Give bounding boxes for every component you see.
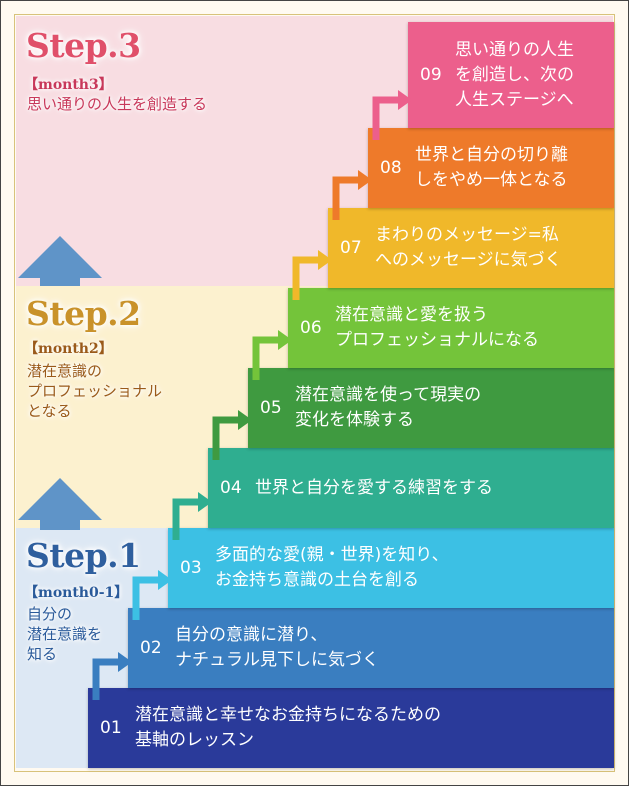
stair-text: 潜在意識と幸せなお金持ちになるための 基軸のレッスン (135, 705, 441, 750)
stair-number: 07 (340, 237, 362, 258)
step2-desc: 潜在意識の プロフェッショナル となる (27, 362, 163, 420)
stair-09: 09 思い通りの人生 を創造し、次の 人生ステージへ (408, 22, 614, 128)
stair-03: 03 多面的な愛(親・世界)を知り、 お金持ち意識の土台を創る (168, 528, 614, 608)
stair-number: 08 (380, 157, 402, 178)
stair-text: まわりのメッセージ=私 へのメッセージに気づく (375, 225, 562, 270)
stair-08: 08 世界と自分の切り離 しをやめ一体となる (368, 128, 614, 208)
stair-number: 02 (140, 637, 162, 658)
step3-month: 【month3】 (24, 77, 113, 93)
stair-text: 潜在意識を使って現実の 変化を体験する (295, 385, 482, 430)
stair-text: 潜在意識と愛を扱う プロフェッショナルになる (335, 305, 539, 350)
stair-06: 06 潜在意識と愛を扱う プロフェッショナルになる (288, 288, 614, 368)
step1-month: 【month0-1】 (24, 585, 129, 601)
stair-number: 05 (260, 397, 282, 418)
step3-title: Step.3 (26, 26, 141, 65)
stair-text: 思い通りの人生 を創造し、次の 人生ステージへ (455, 39, 574, 110)
step1-title: Step.1 (26, 536, 141, 575)
step3-desc: 思い通りの人生を創造する (27, 95, 208, 113)
stair-number: 06 (300, 317, 322, 338)
stair-number: 01 (100, 717, 122, 738)
stair-text: 世界と自分の切り離 しをやめ一体となる (415, 145, 568, 190)
stair-04: 04 世界と自分を愛する練習をする (208, 448, 614, 528)
inner-border (14, 14, 615, 772)
step2-month: 【month2】 (24, 341, 113, 357)
step2-title: Step.2 (26, 294, 141, 333)
stair-text: 多面的な愛(親・世界)を知り、 お金持ち意識の土台を創る (215, 545, 449, 590)
step1-desc: 自分の 潜在意識を 知る (27, 605, 103, 663)
stair-01: 01 潜在意識と幸せなお金持ちになるための 基軸のレッスン (88, 688, 614, 768)
stair-02: 02 自分の意識に潜り、 ナチュラル見下しに気づく (128, 608, 614, 688)
stair-05: 05 潜在意識を使って現実の 変化を体験する (248, 368, 614, 448)
stair-number: 03 (180, 557, 202, 578)
stair-number: 04 (220, 477, 242, 498)
stair-text: 自分の意識に潜り、 ナチュラル見下しに気づく (175, 625, 379, 670)
stair-number: 09 (420, 64, 442, 85)
stair-text: 世界と自分を愛する練習をする (255, 477, 493, 498)
stair-07: 07 まわりのメッセージ=私 へのメッセージに気づく (328, 208, 614, 288)
